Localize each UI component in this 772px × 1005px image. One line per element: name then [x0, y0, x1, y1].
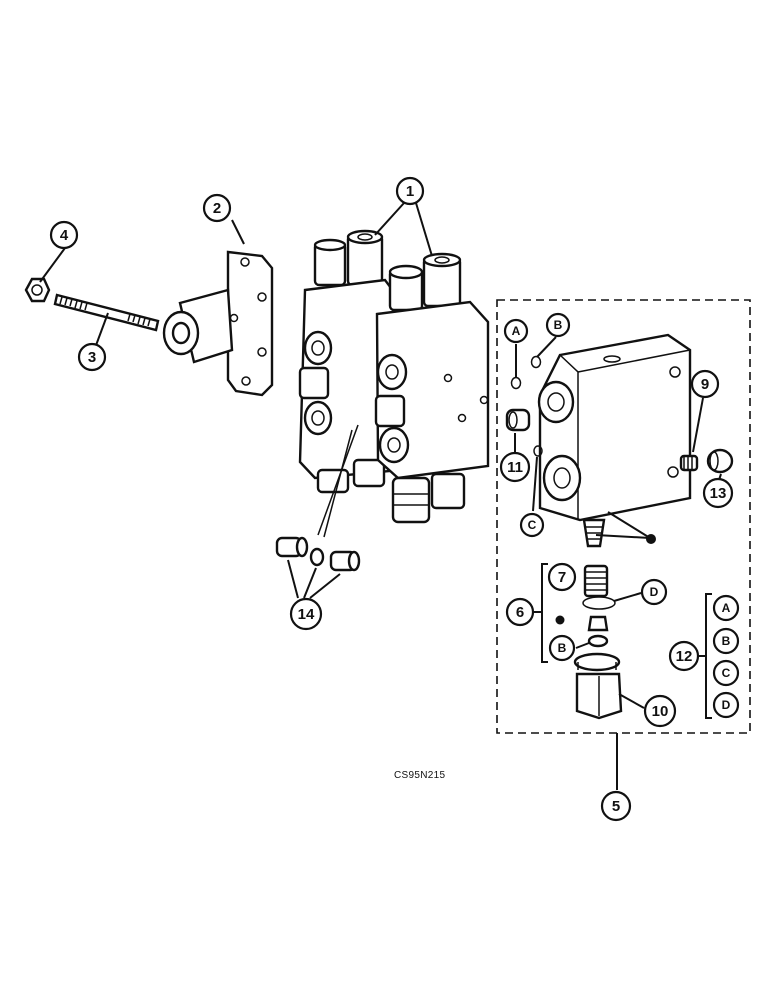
spring-part-7 — [583, 564, 609, 598]
letter-b-kit: B — [712, 627, 740, 655]
svg-text:C: C — [722, 666, 731, 680]
kit-box — [496, 299, 751, 734]
svg-text:7: 7 — [558, 569, 566, 586]
letter-a-top: A — [503, 318, 529, 344]
end-plate-part — [162, 219, 274, 397]
nut-part — [24, 247, 66, 303]
callout-14: 14 — [289, 597, 323, 631]
o-ring-b — [530, 355, 542, 369]
letter-c-left: C — [519, 512, 545, 538]
o-ring-c — [533, 445, 543, 457]
svg-text:12: 12 — [676, 648, 693, 665]
svg-text:A: A — [722, 601, 731, 615]
svg-text:11: 11 — [507, 459, 523, 476]
letter-b-lower: B — [548, 634, 576, 662]
letter-d-right: D — [640, 578, 668, 606]
callout-4: 4 — [49, 220, 79, 250]
valve-section-left — [298, 229, 402, 494]
o-ring-d — [582, 596, 616, 610]
letter-d-kit: D — [712, 691, 740, 719]
svg-text:5: 5 — [612, 798, 620, 815]
svg-text:C: C — [528, 518, 537, 532]
svg-text:13: 13 — [710, 485, 727, 502]
callout-11: 11 — [499, 451, 531, 483]
callout-5: 5 — [600, 790, 632, 822]
poppet-part — [555, 615, 609, 632]
svg-text:B: B — [722, 634, 731, 648]
letter-b-top: B — [545, 312, 571, 338]
callout-2: 2 — [202, 193, 232, 223]
cap-part-10 — [573, 652, 645, 720]
bracket-12 — [705, 593, 712, 719]
letter-a-kit: A — [712, 594, 740, 622]
fittings-part — [275, 424, 361, 599]
dot-marker — [646, 534, 656, 544]
callout-7: 7 — [547, 562, 577, 592]
callout-1: 1 — [395, 176, 425, 206]
o-ring-a — [510, 376, 522, 390]
callout-3: 3 — [77, 342, 107, 372]
svg-text:14: 14 — [298, 606, 315, 623]
svg-text:1: 1 — [406, 183, 414, 200]
svg-text:4: 4 — [60, 227, 69, 244]
svg-text:10: 10 — [652, 703, 669, 720]
svg-text:D: D — [650, 585, 659, 599]
bracket-6 — [541, 563, 548, 663]
callout-13: 13 — [702, 477, 734, 509]
svg-text:3: 3 — [88, 349, 96, 366]
o-ring-b-lower — [587, 634, 609, 648]
callout-6: 6 — [505, 597, 535, 627]
image-code-label: CS95N215 — [394, 770, 445, 781]
svg-text:9: 9 — [701, 376, 709, 393]
callout-9: 9 — [690, 369, 720, 399]
plug-part-11 — [505, 408, 531, 452]
callout-10: 10 — [643, 694, 677, 728]
threaded-stud-part — [53, 293, 160, 349]
relief-valve-body — [537, 333, 692, 548]
plug-part-13 — [706, 448, 734, 481]
svg-text:B: B — [554, 318, 563, 332]
svg-text:6: 6 — [516, 604, 524, 621]
svg-text:B: B — [558, 641, 567, 655]
letter-c-kit: C — [712, 659, 740, 687]
svg-text:D: D — [722, 698, 731, 712]
svg-text:A: A — [512, 324, 521, 338]
valve-section-right — [374, 252, 490, 524]
callout-12: 12 — [668, 640, 700, 672]
set-screw-part-9 — [679, 397, 704, 472]
svg-text:2: 2 — [213, 200, 221, 217]
